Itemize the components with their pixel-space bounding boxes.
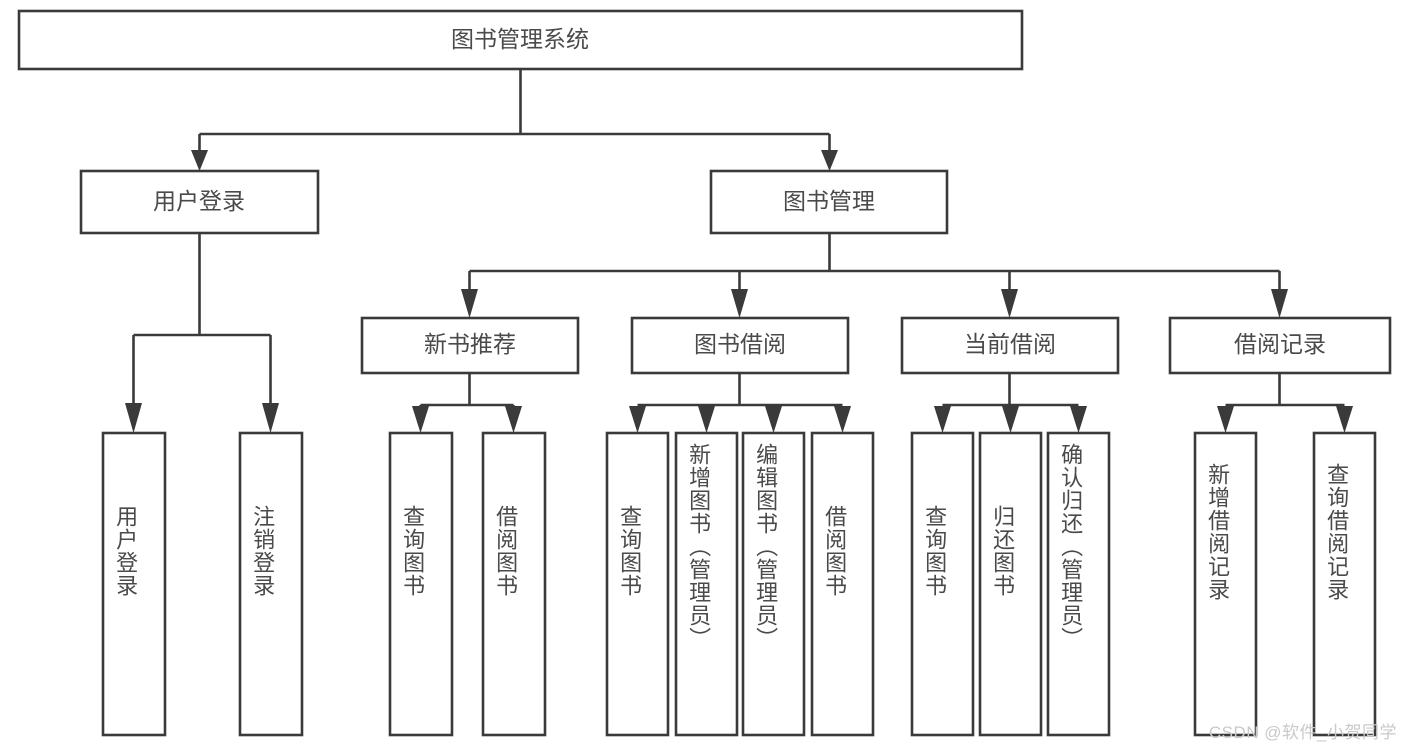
leaf-box-bb-borrow[interactable] <box>810 431 875 737</box>
arrow-head-user-login <box>191 150 208 171</box>
leaf-box-logout[interactable] <box>238 431 304 737</box>
node-book-borrow-label: 图书借阅 <box>694 331 786 357</box>
arrow-head-bb-leaf1 <box>629 406 646 433</box>
arrow-head-nb-leaf2 <box>505 406 522 433</box>
arrow-head-cb-leaf2 <box>1002 406 1019 433</box>
arrow-head-new-book <box>461 289 478 318</box>
node-borrow-record-box[interactable] <box>1168 316 1392 375</box>
leaf-box-user-login[interactable] <box>101 431 167 737</box>
leaf-box-cb-query[interactable] <box>910 431 975 737</box>
leaf-box-cb-confirm[interactable] <box>1046 431 1111 737</box>
arrow-head-current-borrow <box>1001 289 1018 318</box>
leaf-box-nb-borrow[interactable] <box>481 431 547 737</box>
leaf-box-nb-query[interactable] <box>388 431 454 737</box>
label-layer: 图书管理系统 用户登录 图书管理 新书推荐 图书借阅 当前借阅 借阅记录 <box>153 26 1326 357</box>
arrow-head-br-leaf1 <box>1217 406 1234 433</box>
arrow-head-book-manage <box>821 150 838 171</box>
csdn-watermark: CSDN @软件_小贺同学 <box>1208 723 1397 742</box>
node-book-manage-box[interactable] <box>709 169 949 235</box>
arrow-head-leaf-user-login <box>125 403 142 433</box>
arrow-head-cb-leaf1 <box>934 406 951 433</box>
arrow-head-bb-leaf2 <box>698 406 715 433</box>
node-new-book-label: 新书推荐 <box>424 331 516 357</box>
connector-layer <box>125 69 1353 433</box>
arrow-head-nb-leaf1 <box>412 406 429 433</box>
arrow-head-book-borrow <box>731 289 748 318</box>
leaf-box-bb-edit[interactable] <box>741 431 806 737</box>
node-user-login-box[interactable] <box>79 169 320 235</box>
arrow-head-br-leaf2 <box>1336 406 1353 433</box>
node-root-label: 图书管理系统 <box>451 26 589 52</box>
node-layer <box>17 9 1392 737</box>
arrow-head-bb-leaf3 <box>765 406 782 433</box>
arrow-head-bb-leaf4 <box>834 406 851 433</box>
arrow-head-cb-leaf3 <box>1070 406 1087 433</box>
leaf-box-br-query[interactable] <box>1312 431 1377 737</box>
arrow-head-borrow-record <box>1271 289 1288 318</box>
leaf-box-br-add[interactable] <box>1193 431 1258 737</box>
leaf-box-cb-return[interactable] <box>978 431 1043 737</box>
arrow-head-leaf-logout <box>262 403 279 433</box>
node-new-book-box[interactable] <box>360 316 580 375</box>
node-book-borrow-box[interactable] <box>630 316 850 375</box>
node-root-box[interactable] <box>17 9 1024 71</box>
leaf-box-bb-add[interactable] <box>674 431 739 737</box>
node-current-borrow-label: 当前借阅 <box>964 331 1056 357</box>
node-book-manage-label: 图书管理 <box>783 188 875 214</box>
node-user-login-label: 用户登录 <box>153 188 245 214</box>
node-borrow-record-label: 借阅记录 <box>1234 331 1326 357</box>
leaf-box-bb-query[interactable] <box>605 431 670 737</box>
node-current-borrow-box[interactable] <box>900 316 1120 375</box>
